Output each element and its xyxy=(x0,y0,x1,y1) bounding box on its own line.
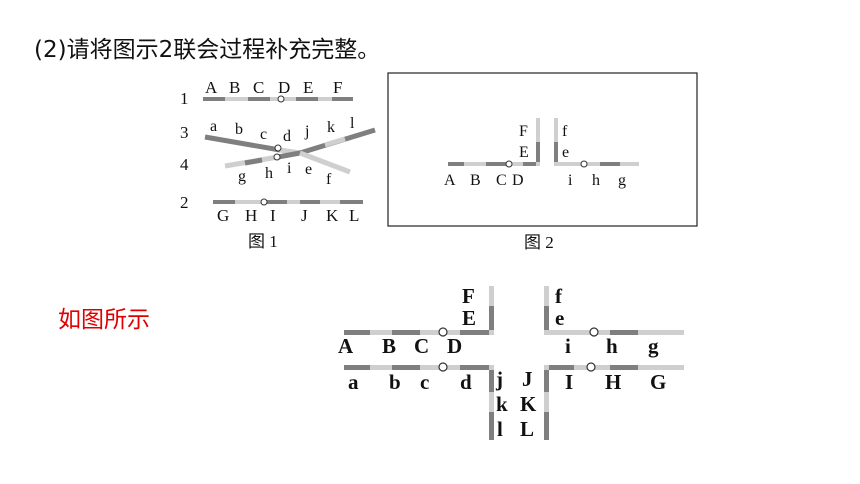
gene-label: A xyxy=(205,78,218,97)
gene-label: b xyxy=(235,121,243,138)
gene-label: C xyxy=(253,78,264,97)
gene-label: f xyxy=(562,123,568,140)
gene-label: g xyxy=(648,334,659,358)
gene-label: h xyxy=(265,165,273,182)
gene-label: b xyxy=(389,370,401,394)
gene-label: j xyxy=(304,123,309,140)
gene-label: j xyxy=(495,367,503,391)
fig2-right-chromatid xyxy=(554,118,639,168)
row-number-1: 1 xyxy=(180,89,189,108)
gene-label: L xyxy=(520,417,534,441)
answer-bottom-right-chromatid xyxy=(544,362,684,440)
gene-label: c xyxy=(420,370,429,394)
gene-label: K xyxy=(326,206,339,225)
gene-label: E xyxy=(462,306,476,330)
gene-label: G xyxy=(217,206,229,225)
figure-1: 1 3 4 2 A B C D E F xyxy=(180,78,376,251)
chromosome-2 xyxy=(213,198,363,206)
answer-top-right-chromatid xyxy=(544,286,684,337)
gene-label: i xyxy=(565,334,571,358)
gene-label: l xyxy=(497,417,503,441)
answer-bottom-left-chromatid xyxy=(344,362,494,440)
gene-label: L xyxy=(349,206,359,225)
gene-label: d xyxy=(460,370,472,394)
gene-label: f xyxy=(326,171,332,188)
gene-label: g xyxy=(618,172,626,189)
gene-label: F xyxy=(333,78,342,97)
gene-label: e xyxy=(555,306,564,330)
chromosome-4-letters: g h i e f xyxy=(238,160,332,188)
fig2-left-chromatid xyxy=(448,118,540,168)
answer-figure: F E f e A B C D i h g a b c d I H G j k … xyxy=(338,284,684,441)
gene-label: D xyxy=(278,78,290,97)
gene-label: a xyxy=(348,370,359,394)
answer-label: 如图所示 xyxy=(58,307,150,333)
gene-label: h xyxy=(606,334,618,358)
gene-label: d xyxy=(283,128,291,145)
gene-label: e xyxy=(562,144,569,161)
gene-label: J xyxy=(522,367,533,391)
gene-label: a xyxy=(210,118,217,135)
chromosome-4 xyxy=(224,150,351,175)
gene-label: H xyxy=(245,206,257,225)
chromosome-2-letters: G H I J K L xyxy=(217,206,359,225)
gene-label: A xyxy=(444,172,456,189)
gene-label: e xyxy=(305,161,312,178)
figure-2: F E A B C D f e i h g 图 2 xyxy=(387,72,698,252)
chromosome-1-letters: A B C D E F xyxy=(205,78,342,97)
fig2-right-letters: f e i h g xyxy=(562,123,626,189)
gene-label: i xyxy=(287,160,292,177)
gene-label: I xyxy=(270,206,276,225)
gene-label: G xyxy=(650,370,666,394)
question-text: (2)请将图示2联会过程补充完整。 xyxy=(34,37,381,63)
gene-label: B xyxy=(382,334,396,358)
gene-label: B xyxy=(470,172,481,189)
figure-1-caption: 图 1 xyxy=(248,232,278,251)
fig2-left-letters: F E A B C D xyxy=(444,123,529,189)
gene-label: F xyxy=(519,123,528,140)
gene-label: E xyxy=(303,78,313,97)
gene-label: H xyxy=(605,370,621,394)
answer-letters: F E f e A B C D i h g a b c d I H G j k … xyxy=(338,284,666,441)
chromosome-1 xyxy=(203,95,353,103)
row-number-2: 2 xyxy=(180,193,189,212)
gene-label: D xyxy=(447,334,462,358)
gene-label: c xyxy=(260,126,267,143)
row-number-3: 3 xyxy=(180,123,189,142)
gene-label: g xyxy=(238,168,246,185)
gene-label: E xyxy=(519,144,529,161)
chromosome-3-letters: a b c d j k l xyxy=(210,115,355,145)
gene-label: k xyxy=(496,392,508,416)
gene-label: J xyxy=(301,206,308,225)
gene-label: C xyxy=(496,172,507,189)
gene-label: B xyxy=(229,78,240,97)
figure-2-caption: 图 2 xyxy=(524,233,554,252)
gene-label: I xyxy=(565,370,573,394)
gene-label: C xyxy=(414,334,429,358)
gene-label: k xyxy=(327,119,335,136)
figure-2-frame xyxy=(387,72,698,227)
gene-label: F xyxy=(462,284,475,308)
gene-label: i xyxy=(568,172,573,189)
gene-label: D xyxy=(512,172,524,189)
gene-label: A xyxy=(338,334,354,358)
row-number-4: 4 xyxy=(180,155,189,174)
answer-top-left-chromatid xyxy=(344,286,494,337)
gene-label: f xyxy=(555,284,563,308)
gene-label: h xyxy=(592,172,600,189)
gene-label: K xyxy=(520,392,537,416)
gene-label: l xyxy=(350,115,355,132)
